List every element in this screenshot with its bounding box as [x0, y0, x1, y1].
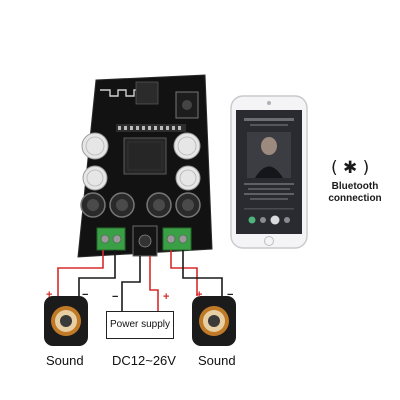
polarity-plus-left-speaker: + [46, 289, 53, 301]
dc-power-jack [132, 225, 158, 257]
power-supply-box: Power supply [106, 311, 174, 339]
smartphone [230, 95, 308, 249]
speaker-left [44, 296, 88, 346]
polarity-plus-power: + [163, 291, 170, 303]
inductor-group [80, 192, 201, 218]
power-wires [121, 256, 159, 311]
speaker-terminal-left [96, 227, 126, 251]
polarity-minus-power: − [112, 291, 119, 303]
playback-controls [248, 215, 290, 225]
bluetooth-icon: ( ✱ ) [331, 158, 370, 178]
speaker-terminal-right [162, 227, 192, 251]
speaker-right [192, 296, 236, 346]
polarity-minus-right-speaker: − [227, 289, 234, 301]
bluetooth-connection-label: Bluetooth connection [328, 181, 382, 204]
speaker-wires-left [57, 250, 116, 296]
polarity-plus-right-speaker: + [196, 289, 203, 301]
right-speaker-label: Sound [198, 353, 236, 368]
left-speaker-label: Sound [46, 353, 84, 368]
polarity-minus-left-speaker: − [82, 289, 89, 301]
amplifier-board [77, 74, 213, 258]
album-art-portrait [247, 132, 291, 178]
power-supply-voltage: DC12~26V [112, 353, 176, 368]
speaker-wires-right [170, 250, 223, 296]
capacitor-group [81, 132, 201, 191]
